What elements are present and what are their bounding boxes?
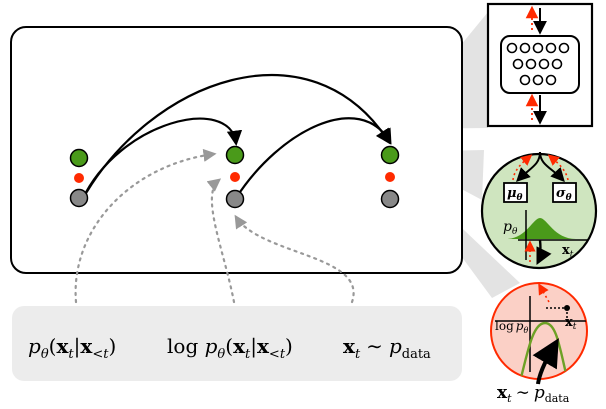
node-column-1 xyxy=(69,148,89,208)
red-dot xyxy=(385,172,395,182)
x-t-label: xt xyxy=(565,315,577,332)
green-node xyxy=(69,148,89,168)
sampling-caption: xt∼pdata xyxy=(497,383,570,405)
sample-arrow xyxy=(532,338,559,385)
formula-conditional: pθ(xt|x<t) xyxy=(28,334,116,362)
red-dot xyxy=(74,173,84,183)
p-theta-label: pθ xyxy=(503,219,518,237)
red-dot xyxy=(230,172,240,182)
green-node xyxy=(225,145,245,165)
gray-node xyxy=(225,189,245,209)
gaussian-curve xyxy=(506,218,576,239)
gray-node xyxy=(69,188,89,208)
gray-node xyxy=(380,189,400,209)
logprob-curve xyxy=(518,321,570,379)
dotted-arrows xyxy=(74,148,355,304)
node-column-2 xyxy=(225,145,245,209)
formula-sampling: xt∼pdata xyxy=(343,334,431,362)
gaussian-panel: μθ σθ pθ xt xyxy=(480,151,598,270)
sigma-label: σθ xyxy=(556,186,572,203)
node-column-3 xyxy=(380,145,400,209)
dependency-arrows xyxy=(81,74,392,201)
x-t-label: xt xyxy=(562,243,574,260)
formula-bar xyxy=(12,306,462,381)
mu-label: μθ xyxy=(507,186,523,203)
network-panel xyxy=(486,2,594,128)
formula-log-likelihood: log pθ(xt|x<t) xyxy=(167,334,293,362)
green-node xyxy=(380,145,400,165)
